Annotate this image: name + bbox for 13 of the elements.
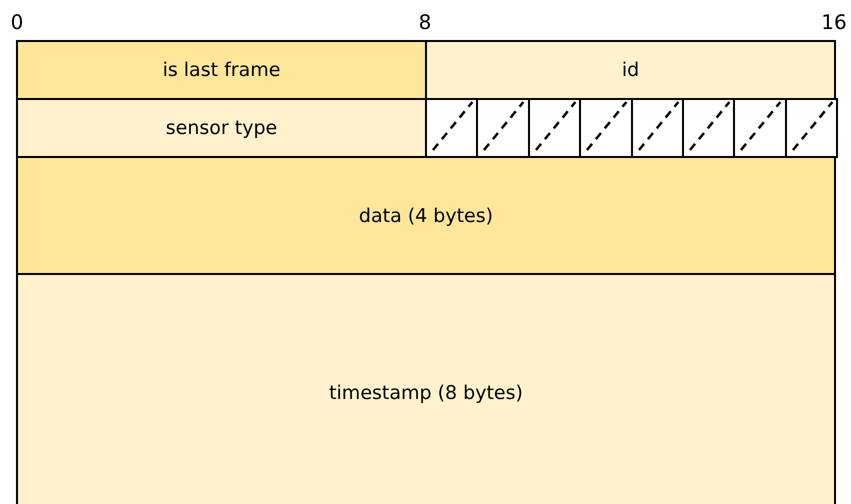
field-box	[16, 273, 836, 504]
field-label: data (4 bytes)	[358, 204, 494, 226]
field-box	[16, 156, 836, 275]
field-label: is last frame	[162, 59, 280, 81]
field-box	[16, 40, 427, 100]
field-label: id	[622, 59, 640, 81]
bit-index: 16	[821, 10, 847, 34]
bit-index: 0	[10, 10, 24, 34]
field-label: timestamp (8 bytes)	[329, 382, 523, 404]
field-box	[16, 98, 427, 158]
bit-index: 8	[418, 10, 432, 34]
field-box	[425, 40, 836, 100]
field-label: sensor type	[166, 117, 278, 139]
